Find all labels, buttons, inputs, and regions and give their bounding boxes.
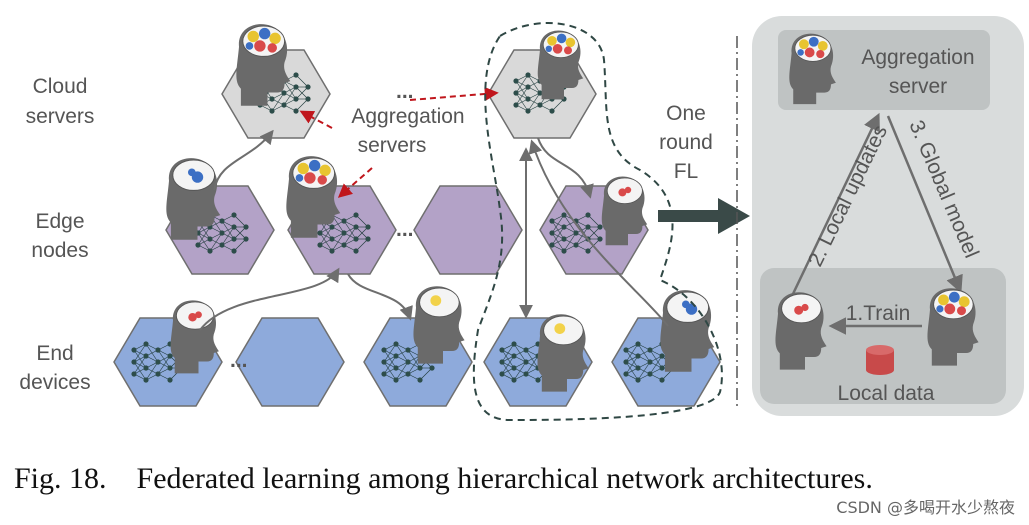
tier-end-line2: devices <box>19 371 90 394</box>
red-arrow-to-edge2 <box>337 167 373 198</box>
one-round-line3: FL <box>674 160 699 183</box>
tier-label-edge: Edge nodes <box>31 210 88 262</box>
red-arrow-to-cloud2 <box>409 86 499 101</box>
aggregation-label-line1: Aggregation <box>351 105 464 128</box>
tier-cloud-line1: Cloud <box>33 75 88 98</box>
arrow-local-updates <box>790 112 880 297</box>
ellipsis-edge: ... <box>396 218 414 241</box>
arrow-edge1-to-cloud1 <box>213 129 274 191</box>
arrow-to-panel <box>658 198 750 234</box>
arrow-end1-to-edge2 <box>199 267 340 331</box>
panel-server-line2: server <box>889 75 947 98</box>
edge-node-hex-3 <box>413 185 523 275</box>
one-round-line2: round <box>659 131 713 154</box>
one-round-line1: One <box>666 102 706 125</box>
figure-caption: Fig. 18. Federated learning among hierarc… <box>14 462 873 496</box>
caption-fig-number: Fig. 18. <box>14 462 107 495</box>
tier-end-line1: End <box>36 342 73 365</box>
arrow-edge2-to-end3 <box>347 273 413 321</box>
tier-cloud-line2: servers <box>26 105 95 128</box>
watermark: CSDN @多喝开水少熬夜 <box>836 498 1015 517</box>
tier-edge-line1: Edge <box>35 210 84 233</box>
red-arrow-to-cloud1 <box>299 110 333 129</box>
arrow-end5-to-cloud2 <box>528 139 669 327</box>
ellipsis-cloud: ... <box>396 80 414 103</box>
caption-text: Federated learning among hierarchical ne… <box>136 462 873 495</box>
database-icon <box>866 345 894 375</box>
local-data-label: Local data <box>838 382 935 405</box>
arrow-global-model <box>886 115 963 294</box>
ellipsis-end: ... <box>230 349 248 372</box>
aggregation-label-line2: servers <box>358 134 427 157</box>
train-label: 1.Train <box>846 302 911 325</box>
panel-server-line1: Aggregation <box>861 46 974 69</box>
end-device-hex-2 <box>235 317 345 407</box>
tier-label-end: End devices <box>19 342 90 394</box>
one-round-boundary <box>472 22 723 422</box>
tier-label-cloud: Cloud servers <box>26 75 95 128</box>
tier-edge-line2: nodes <box>31 239 88 262</box>
